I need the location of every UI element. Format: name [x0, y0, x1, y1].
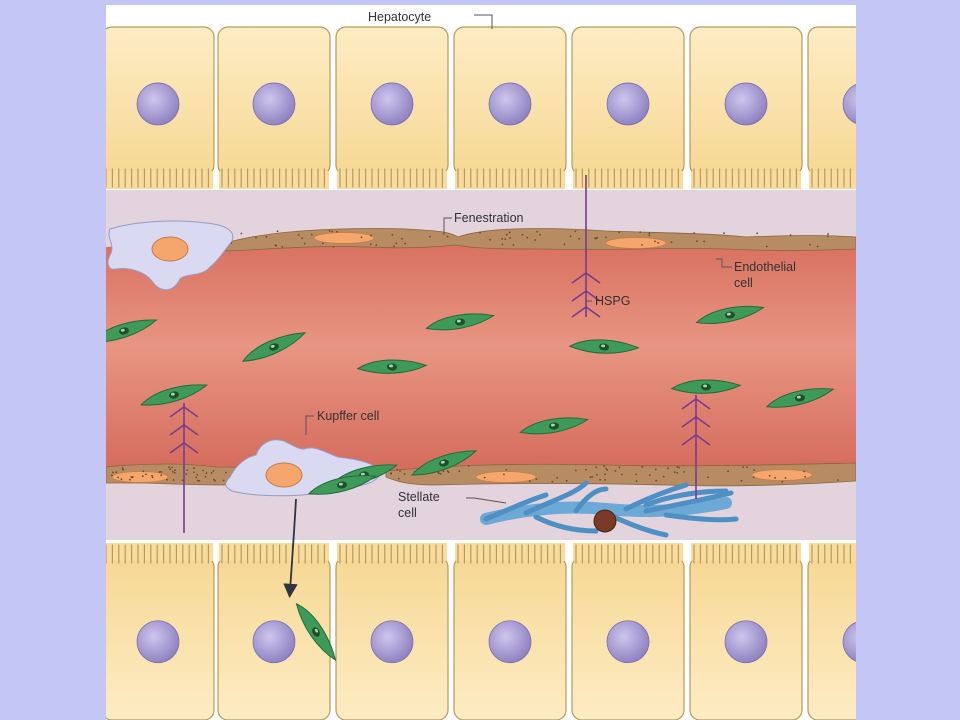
sporozoite-icon	[695, 305, 765, 324]
hspg-molecule	[169, 403, 199, 533]
sporozoite-icon	[519, 417, 589, 435]
kupffer-cell-top	[107, 220, 234, 291]
hepatocyte-cell	[807, 26, 856, 189]
nucleus-icon	[136, 620, 180, 664]
hepatocyte-cell	[453, 26, 567, 189]
hepatocyte-cell	[106, 543, 215, 720]
sporozoite-icon	[307, 475, 377, 495]
nucleus-icon	[252, 82, 296, 126]
nucleus-icon	[370, 620, 414, 664]
leader-lines	[305, 14, 732, 504]
stellate-cell	[480, 480, 739, 538]
nucleus-icon	[488, 620, 532, 664]
label-endothelial: Endothelial	[734, 260, 796, 274]
nucleus-icon	[252, 620, 296, 664]
sporozoite-icon	[356, 359, 428, 374]
label-stellate: Stellate	[398, 490, 440, 504]
hepatocyte-row-top	[106, 26, 856, 189]
sporozoite-icon	[425, 313, 495, 331]
hspg-molecule	[571, 175, 601, 318]
sporozoites	[106, 305, 835, 662]
hepatocyte-cell	[106, 26, 215, 189]
hepatocyte-cell	[807, 543, 856, 720]
nucleus-icon	[136, 82, 180, 126]
hepatocyte-cell	[217, 26, 331, 189]
hspg-molecule	[681, 395, 711, 499]
endothelial-nucleus	[751, 469, 813, 481]
sporozoite-icon	[241, 332, 307, 362]
endothelial-nucleus	[313, 232, 375, 244]
nucleus-icon	[606, 82, 650, 126]
hepatocyte-cell	[453, 543, 567, 720]
label-kupffer-cell: Kupffer cell	[317, 409, 379, 423]
nucleus-icon	[724, 82, 768, 126]
hepatocyte-cell	[217, 543, 331, 720]
hepatocyte-cell	[689, 26, 803, 189]
label-fenestration: Fenestration	[454, 211, 524, 225]
label-stellate-cell: cell	[398, 506, 417, 520]
endothelial-nucleus	[111, 471, 169, 483]
nucleus-icon	[488, 82, 532, 126]
hepatocyte-cell	[335, 26, 449, 189]
sporozoite-icon	[765, 388, 835, 408]
nucleus-icon	[842, 621, 856, 662]
label-endothelial-cell: cell	[734, 276, 753, 290]
hepatocyte-cell	[571, 26, 685, 189]
nucleus-icon	[370, 82, 414, 126]
nucleus-icon	[724, 620, 768, 664]
label-hspg: HSPG	[595, 294, 630, 308]
sporozoite-icon	[140, 384, 209, 406]
hepatocyte-cell	[689, 543, 803, 720]
endothelial-nucleus	[475, 471, 537, 483]
hepatocyte-cell	[571, 543, 685, 720]
hepatocyte-row-bottom	[106, 543, 856, 720]
nucleus-icon	[606, 620, 650, 664]
migration-arrow	[283, 498, 298, 599]
sporozoite-icon	[106, 319, 158, 343]
sinusoid-lumen	[106, 240, 856, 476]
diagram-panel: Hepatocyte Fenestration Endothelial cell…	[106, 5, 856, 720]
sporozoite-icon	[295, 602, 337, 662]
nucleus-icon	[842, 84, 856, 124]
liver-sinusoid-diagram: Hepatocyte Fenestration Endothelial cell…	[106, 10, 856, 720]
sporozoite-icon	[410, 450, 478, 476]
label-hepatocyte: Hepatocyte	[368, 10, 431, 24]
endothelium-top	[225, 228, 856, 252]
sporozoite-icon	[670, 379, 742, 394]
sporozoite-icon	[568, 339, 640, 354]
endothelial-nucleus	[605, 237, 667, 249]
hepatocyte-cell	[335, 543, 449, 720]
